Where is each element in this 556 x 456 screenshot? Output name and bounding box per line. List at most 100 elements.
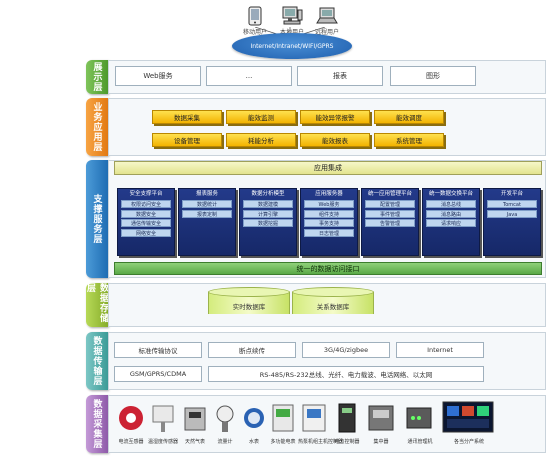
display-ellipsis: ... bbox=[206, 66, 292, 86]
device-label: 水表 bbox=[248, 439, 259, 445]
mobile-user: 移动用户 bbox=[232, 6, 278, 36]
device-label: 流量计 bbox=[217, 439, 233, 445]
platform-report: 报表服务 数据统计 报表定制 bbox=[178, 188, 236, 256]
platform-item: 配置管理 bbox=[365, 200, 415, 208]
database-body bbox=[208, 292, 290, 314]
biz-system-management: 系统管理 bbox=[374, 133, 444, 147]
device-label: 热泵机组主机控制器 bbox=[298, 439, 344, 445]
platform-security: 安全支撑平台 权限访问安全 数据安全 通信传输安全 网络安全 bbox=[117, 188, 175, 256]
platform-item: 网络安全 bbox=[121, 228, 171, 237]
platform-item: Web服务 bbox=[304, 200, 354, 208]
platform-item: 事务支持 bbox=[304, 219, 354, 227]
current-transformer-icon bbox=[119, 406, 143, 430]
client-label: 远程用户 bbox=[314, 29, 339, 36]
platform-item: Java bbox=[487, 209, 537, 218]
biz-energy-analysis: 耗能分析 bbox=[226, 133, 296, 147]
display-web-service: Web服务 bbox=[115, 66, 201, 86]
device-label: 电力控制器 bbox=[334, 439, 360, 445]
database-top bbox=[208, 287, 290, 297]
mobile-phone-icon bbox=[248, 6, 262, 26]
power-controller-icon bbox=[338, 403, 356, 433]
layer-tab-business: 业务应用层 bbox=[86, 98, 108, 156]
transport-3g4g-zigbee: 3G/4G/zigbee bbox=[302, 342, 390, 358]
platform-item: 权限访问安全 bbox=[121, 200, 171, 208]
layer-tab-display: 展示层 bbox=[86, 60, 108, 94]
client-label: 移动用户 bbox=[242, 29, 267, 36]
platform-item: 消息路由 bbox=[426, 209, 476, 218]
monitoring-system-icon bbox=[442, 401, 494, 433]
transport-internet: Internet bbox=[396, 342, 484, 358]
database-top bbox=[292, 287, 374, 297]
heat-pump-controller-icon bbox=[302, 404, 326, 432]
device-label: 温湿度传感器 bbox=[148, 439, 179, 445]
biz-efficiency-monitoring: 能效监测 bbox=[226, 110, 296, 124]
platform-title: 统一数据交换平台 bbox=[428, 191, 473, 197]
biz-efficiency-report: 能效报表 bbox=[300, 133, 370, 147]
local-user: 本地用户 bbox=[269, 6, 315, 36]
device-label: 多功能电表 bbox=[270, 439, 296, 445]
device-label: 天然气表 bbox=[184, 439, 205, 445]
gas-meter-icon bbox=[184, 407, 206, 431]
device-label: 集中器 bbox=[373, 439, 389, 445]
business-band bbox=[108, 98, 546, 156]
client-label: 本地用户 bbox=[269, 27, 315, 36]
platform-item: 组件支持 bbox=[304, 209, 354, 218]
platform-analysis-model: 数据分析模型 数据建模 计算引擎 数据挖掘 bbox=[239, 188, 297, 256]
layer-tab-storage: 数据存储层 bbox=[85, 283, 108, 327]
data-access-interface-bar: 统一的数据访问接口 bbox=[114, 262, 542, 275]
device-label: 通讯管理机 bbox=[407, 439, 433, 445]
relational-database: 关系数据库 bbox=[292, 287, 374, 317]
platform-title: 报表服务 bbox=[195, 191, 218, 197]
platform-title: 开发平台 bbox=[500, 191, 523, 197]
biz-device-management: 设备管理 bbox=[152, 133, 222, 147]
platform-item: 报表定制 bbox=[182, 209, 232, 218]
biz-efficiency-alarm: 能效异常报警 bbox=[300, 110, 370, 124]
desktop-computer-icon bbox=[282, 6, 303, 25]
platform-item: 通信传输安全 bbox=[121, 219, 171, 227]
multifunction-meter-icon bbox=[272, 404, 294, 432]
database-label: 关系数据库 bbox=[316, 303, 350, 311]
platform-item: 数据挖掘 bbox=[243, 219, 293, 227]
platform-item: 日志管理 bbox=[304, 228, 354, 237]
display-report: 报表 bbox=[297, 66, 383, 86]
platform-app-management: 统一应用管理平台 配置管理 事件管理 告警管理 bbox=[361, 188, 419, 256]
platform-title: 统一应用管理平台 bbox=[367, 191, 412, 197]
platform-item: 数据安全 bbox=[121, 209, 171, 218]
remote-user: 远程用户 bbox=[304, 6, 350, 36]
realtime-database: 实时数据库 bbox=[208, 287, 290, 317]
layer-tab-transport: 数据传输层 bbox=[86, 332, 108, 390]
display-graphics: 图形 bbox=[390, 66, 476, 86]
platform-item: 事件管理 bbox=[365, 209, 415, 218]
layer-tab-support: 支撑服务层 bbox=[86, 160, 108, 278]
platform-item: Tomcat bbox=[487, 200, 537, 208]
transport-resume: 断点续传 bbox=[208, 342, 296, 358]
flow-meter-icon bbox=[216, 405, 234, 432]
transport-standard-protocol: 标准传输协议 bbox=[114, 342, 202, 358]
database-body bbox=[292, 292, 374, 314]
communication-manager-icon bbox=[406, 407, 432, 429]
transport-gsm-gprs-cdma: GSM/GPRS/CDMA bbox=[114, 366, 202, 382]
biz-data-collection: 数据采集 bbox=[152, 110, 222, 124]
platform-data-exchange: 统一数据交换平台 消息总线 消息路由 请求响应 bbox=[422, 188, 480, 256]
platform-item: 消息总线 bbox=[426, 200, 476, 208]
layer-tab-collection: 数据采集层 bbox=[86, 395, 108, 453]
laptop-icon bbox=[316, 7, 338, 24]
platform-item: 数据建模 bbox=[243, 200, 293, 208]
device-label: 各当分产系统 bbox=[453, 439, 484, 445]
network-cloud: Internet/Intranet/WIFI/GPRS bbox=[232, 33, 352, 59]
platform-title: 数据分析模型 bbox=[251, 191, 285, 197]
transport-bus-network: RS-485/RS-232总线、光纤、电力载波、电话网络、以太网 bbox=[208, 366, 484, 382]
platform-development: 开发平台 Tomcat Java bbox=[483, 188, 541, 256]
app-integration-bar: 应用集成 bbox=[114, 161, 542, 175]
database-label: 实时数据库 bbox=[232, 303, 266, 311]
platform-item: 计算引擎 bbox=[243, 209, 293, 218]
device-label: 电流互感器 bbox=[118, 439, 144, 445]
concentrator-icon bbox=[368, 405, 394, 431]
platform-item: 告警管理 bbox=[365, 219, 415, 227]
temperature-humidity-sensor-icon bbox=[152, 405, 174, 432]
platform-item: 请求响应 bbox=[426, 219, 476, 227]
platform-item: 数据统计 bbox=[182, 200, 232, 208]
water-meter-icon bbox=[244, 408, 264, 428]
biz-efficiency-dispatch: 能效调度 bbox=[374, 110, 444, 124]
platform-title: 安全支撑平台 bbox=[129, 191, 163, 197]
